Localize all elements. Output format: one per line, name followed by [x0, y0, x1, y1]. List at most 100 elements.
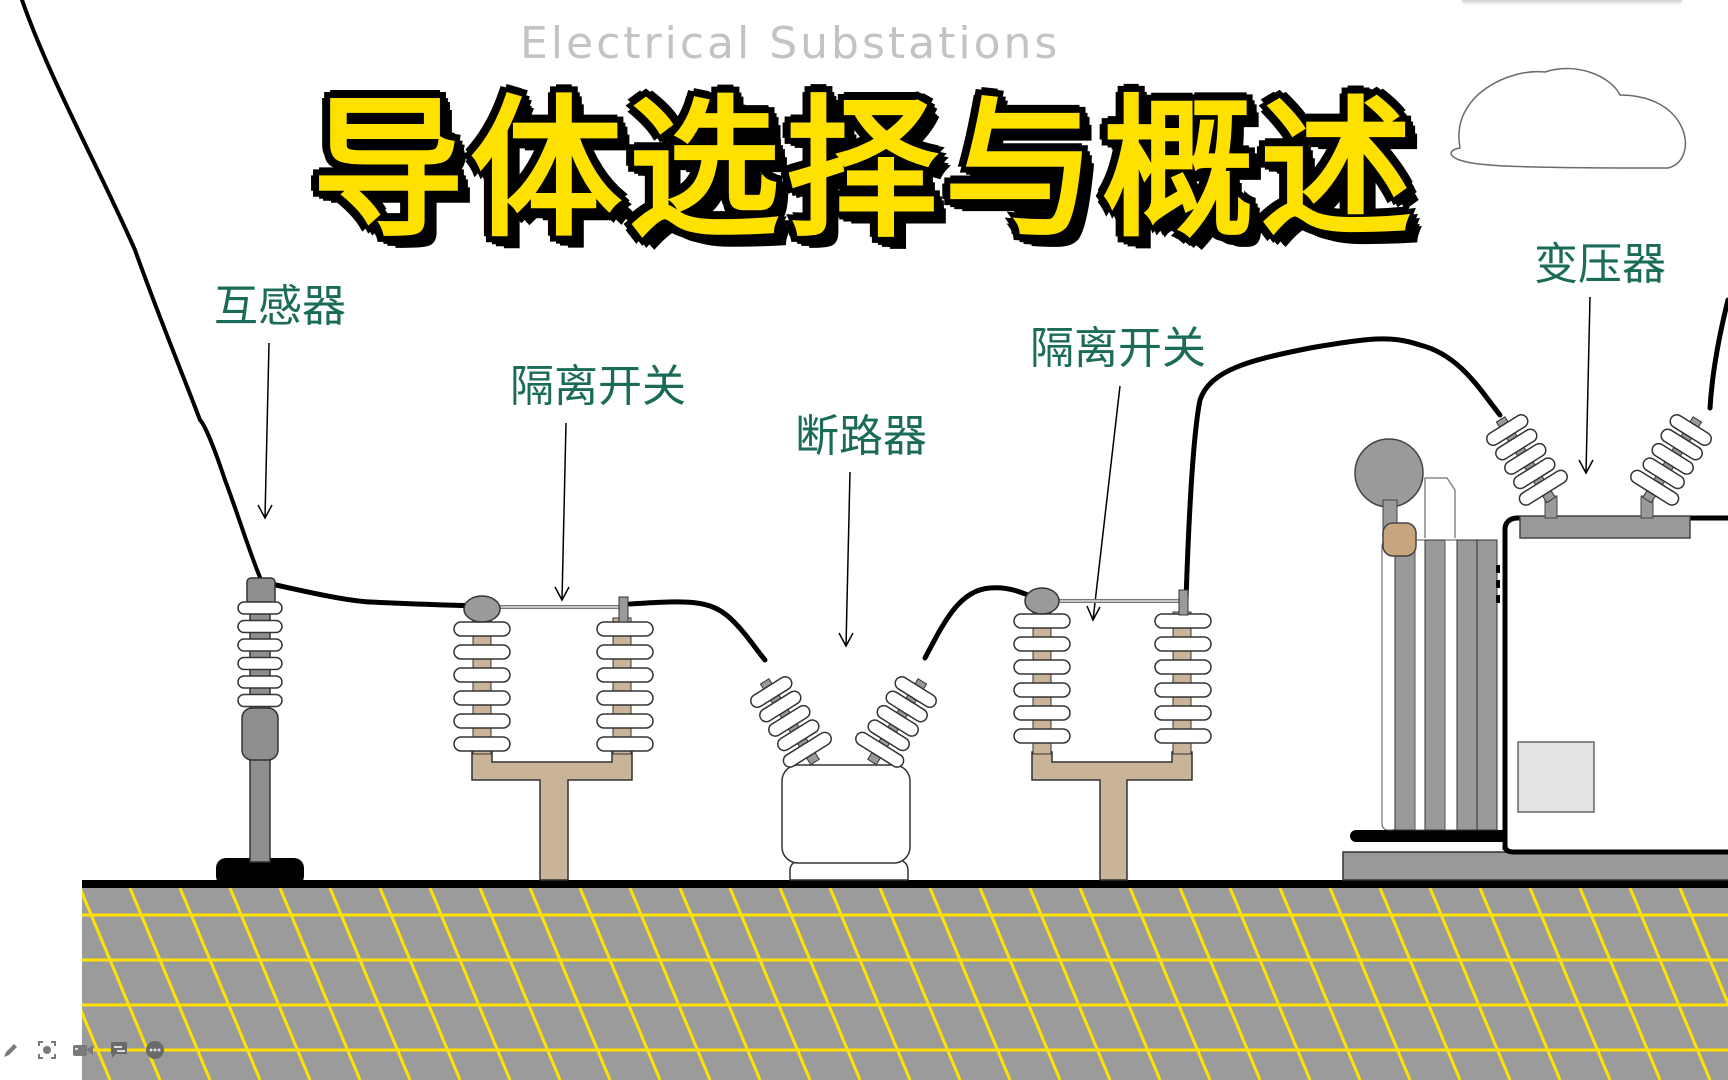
label-disconnector-left: 隔离开关 — [510, 361, 686, 412]
insulator-shed — [1154, 613, 1212, 629]
insulator-shed — [855, 731, 905, 768]
grid-line — [1228, 888, 1312, 1080]
grid-line — [1128, 888, 1212, 1080]
pointer-arrows — [257, 296, 1594, 648]
insulator-shed — [596, 690, 654, 706]
insulator-shed — [237, 638, 283, 652]
insulator-shed — [453, 736, 511, 752]
grid-line — [1028, 888, 1112, 1080]
insulator-shed — [1630, 469, 1680, 506]
insulator-shed — [1642, 457, 1685, 490]
grid-line — [82, 1008, 112, 1080]
ground — [82, 880, 1728, 1080]
insulator-shed — [1154, 636, 1212, 652]
tilted-insulator — [750, 676, 832, 768]
cloud-icon — [1450, 67, 1687, 169]
insulator-shed — [596, 736, 654, 752]
comment-icon[interactable] — [108, 1039, 130, 1061]
insulator-shed — [876, 704, 919, 737]
insulator-shed — [1154, 705, 1212, 721]
grid-line — [1178, 888, 1262, 1080]
grid-line — [828, 888, 912, 1080]
insulator-shed — [1504, 442, 1547, 475]
insulator-shed — [1651, 442, 1694, 475]
screenshot-icon[interactable] — [36, 1039, 58, 1061]
insulator-shed — [885, 690, 928, 723]
grid-line — [678, 888, 762, 1080]
more-icon[interactable] — [144, 1039, 166, 1061]
grid-line — [378, 888, 462, 1080]
grid-line — [628, 888, 712, 1080]
top-window-edge — [1462, 0, 1682, 2]
circuit-breaker — [750, 676, 937, 881]
power-transformer — [1342, 414, 1728, 881]
insulator-shed — [237, 619, 283, 634]
grid-line — [1478, 888, 1562, 1080]
insulator-shed — [453, 713, 511, 729]
disconnect-switch-left — [453, 595, 654, 881]
grid-line — [478, 888, 562, 1080]
grid-line — [178, 888, 262, 1080]
label-disconnector-right: 隔离开关 — [1030, 323, 1206, 374]
insulator-shed — [1669, 414, 1712, 447]
insulator-shed — [596, 667, 654, 683]
grid-line — [1628, 888, 1712, 1080]
grid-line — [278, 888, 362, 1080]
pen-icon[interactable] — [0, 1039, 22, 1061]
insulator-shed — [1495, 428, 1538, 461]
insulator-shed — [750, 676, 793, 709]
insulator-shed — [1513, 457, 1556, 490]
tilted-insulator — [855, 676, 937, 768]
insulator-shed — [596, 644, 654, 660]
grid-line — [928, 888, 1012, 1080]
insulator-shed — [1154, 728, 1212, 744]
grid-line — [1078, 888, 1162, 1080]
insulator-shed — [782, 731, 832, 768]
insulator-shed — [237, 693, 283, 708]
grid-line — [528, 888, 612, 1080]
insulator-shed — [1013, 659, 1071, 675]
insulator-shed — [1013, 682, 1071, 698]
grid-line — [328, 888, 412, 1080]
insulator-shed — [1154, 659, 1212, 675]
insulator-shed — [1013, 636, 1071, 652]
grid-line — [1378, 888, 1462, 1080]
insulator-shed — [596, 713, 654, 729]
insulator-shed — [1013, 728, 1071, 744]
insulator-shed — [867, 719, 910, 752]
grid-line — [1428, 888, 1512, 1080]
insulator-shed — [1154, 682, 1212, 698]
page-title: 导体选择与概述 — [312, 81, 1418, 258]
conductor-wires — [20, 0, 1728, 663]
grid-line — [1578, 888, 1662, 1080]
grid-line — [428, 888, 512, 1080]
grid-line — [228, 888, 312, 1080]
insulator-shed — [237, 656, 283, 671]
insulator-shed — [759, 690, 802, 723]
subtitle: Electrical Substations — [520, 18, 1061, 69]
insulator-shed — [768, 704, 811, 737]
grid-line — [128, 888, 212, 1080]
insulator-shed — [237, 675, 283, 689]
grid-line — [778, 888, 862, 1080]
insulator-shed — [453, 621, 511, 637]
insulator-shed — [1486, 414, 1529, 447]
insulator-shed — [453, 644, 511, 660]
insulator-shed — [1013, 705, 1071, 721]
grid-line — [728, 888, 812, 1080]
grid-line — [578, 888, 662, 1080]
insulator-shed — [453, 667, 511, 683]
insulator-shed — [1518, 469, 1568, 506]
insulator-shed — [1660, 428, 1703, 461]
disconnect-switch-right — [1013, 587, 1212, 881]
grid-line — [1328, 888, 1412, 1080]
grid-line — [1678, 888, 1728, 1008]
grid-line — [978, 888, 1062, 1080]
instrument-transformer — [216, 577, 304, 886]
insulator-shed — [1013, 613, 1071, 629]
insulator-shed — [596, 621, 654, 637]
camera-icon[interactable] — [72, 1039, 94, 1061]
tilted-insulator — [1630, 414, 1712, 506]
label-circuit-breaker: 断路器 — [795, 411, 927, 462]
grid-line — [1528, 888, 1612, 1080]
